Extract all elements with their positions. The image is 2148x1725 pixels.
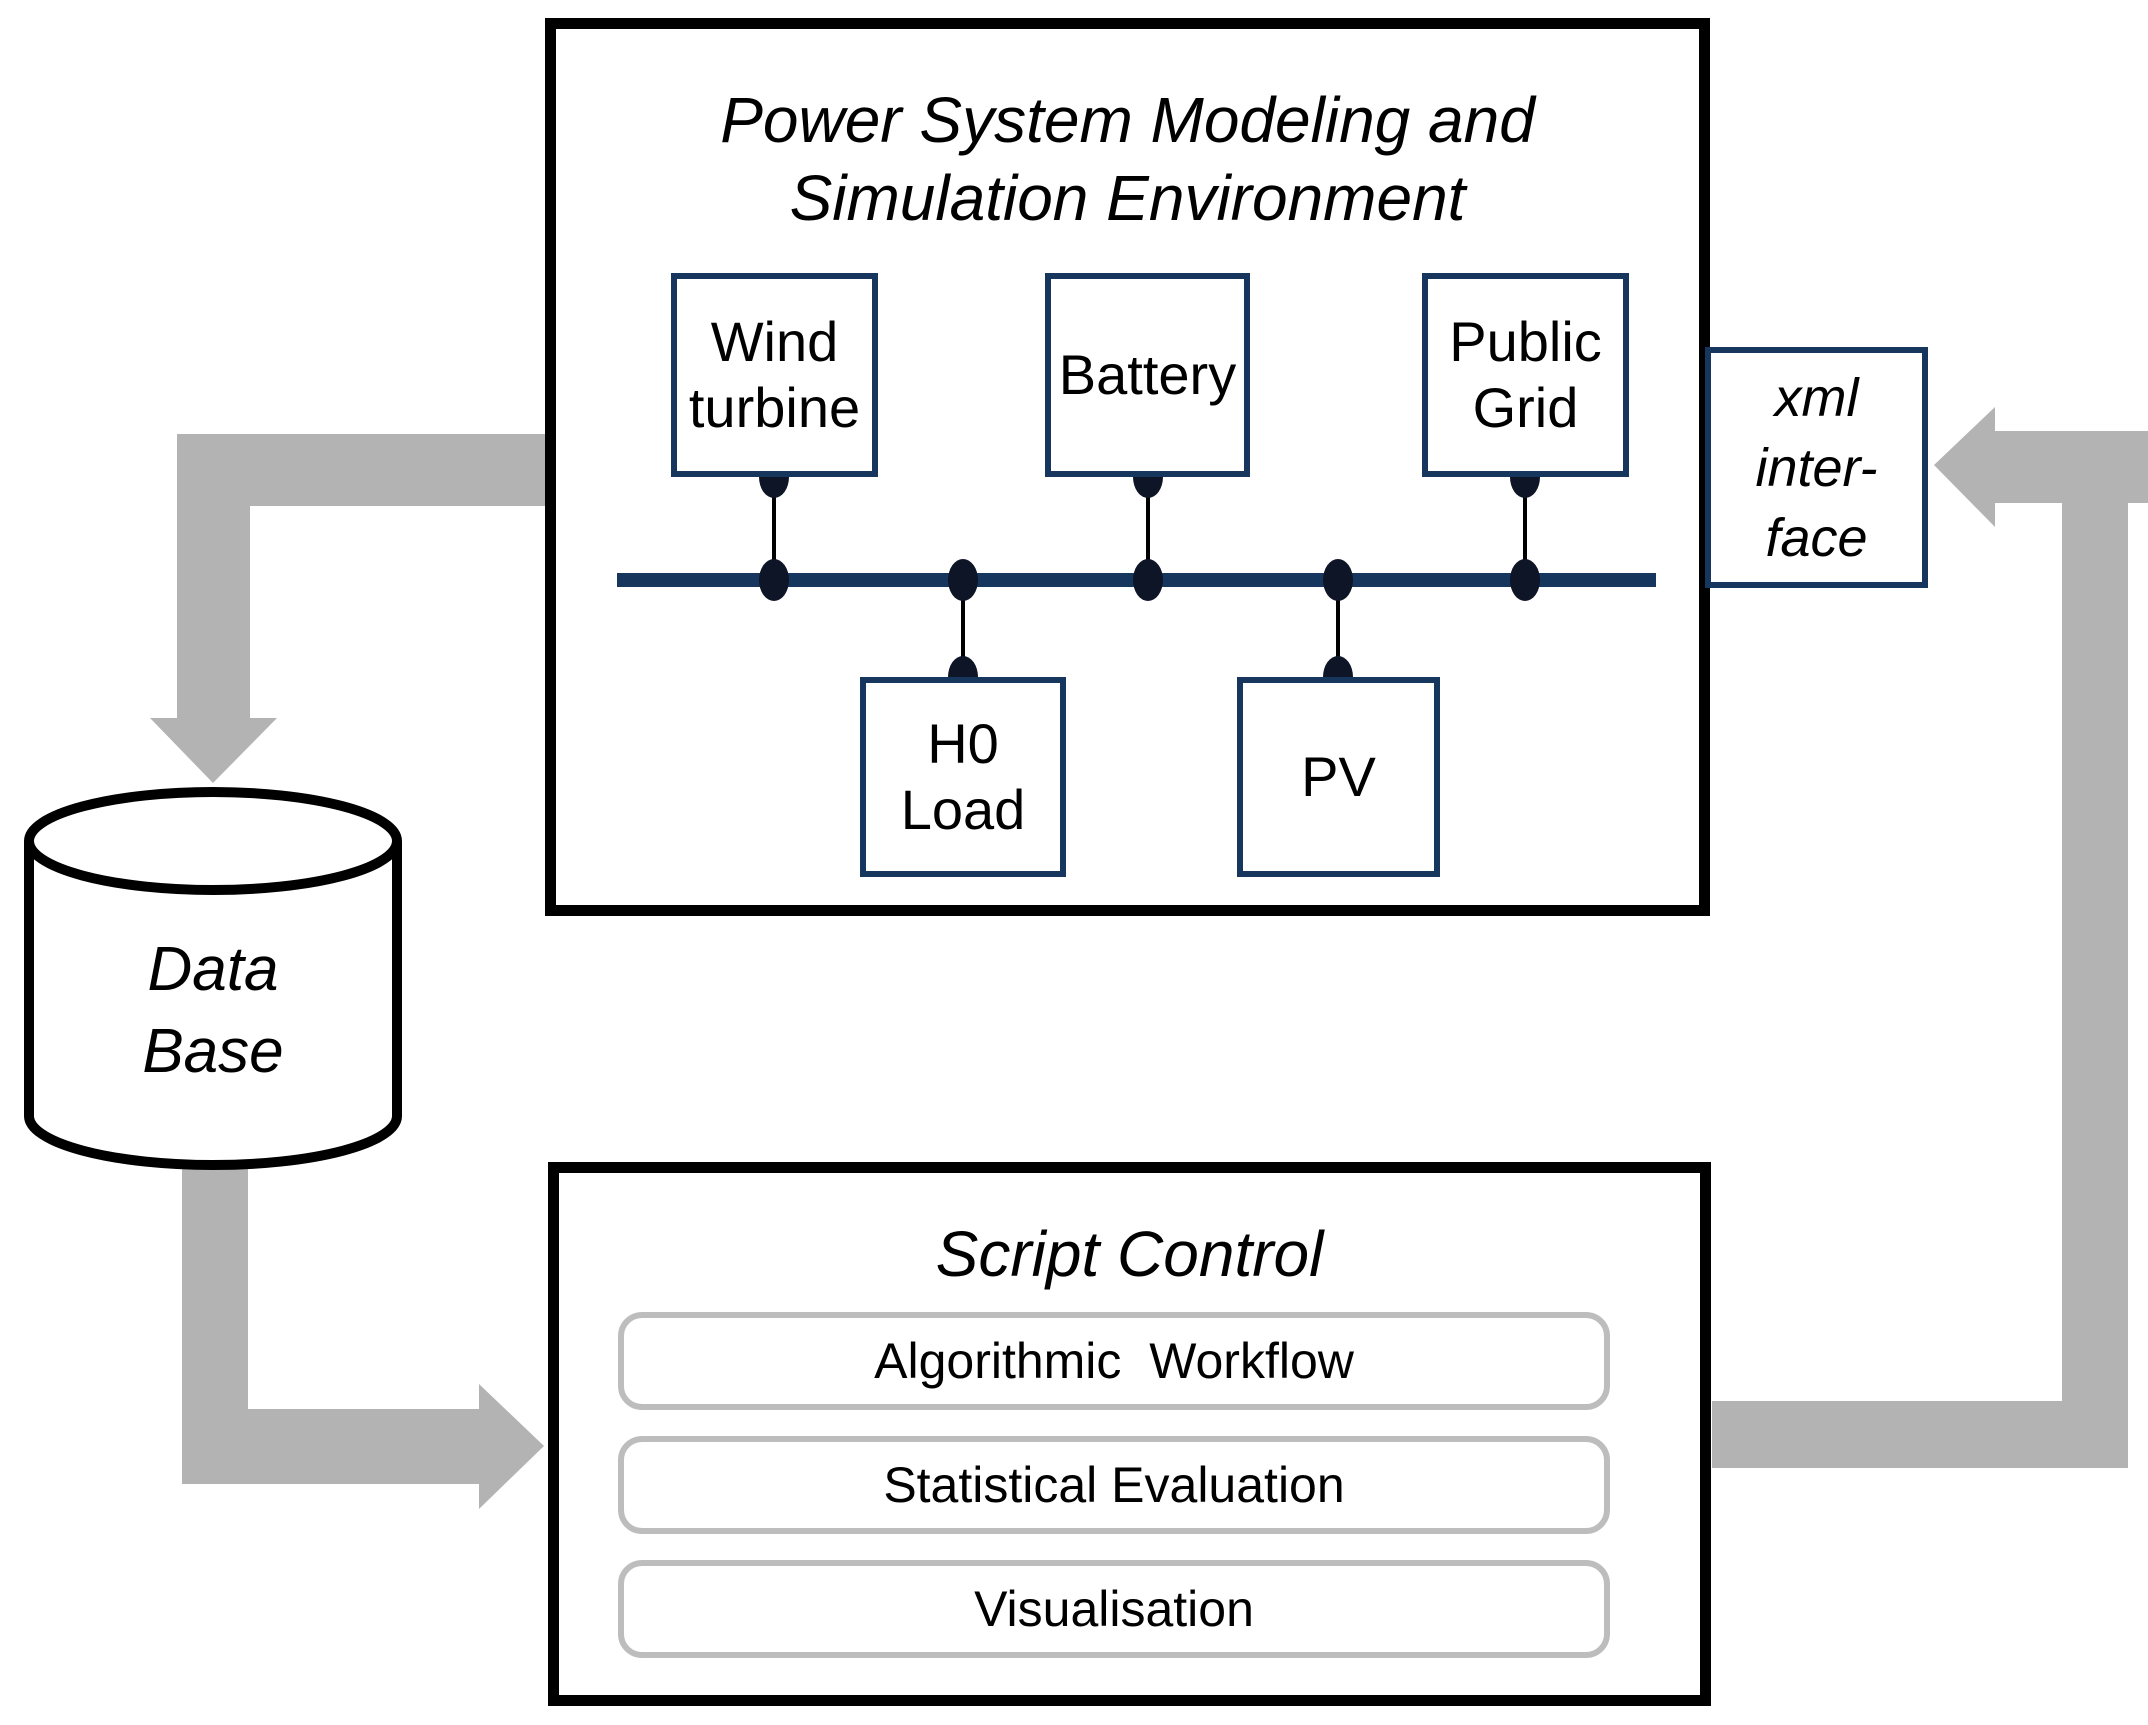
statistical-evaluation-label: Statistical Evaluation [883,1457,1345,1513]
xml-interface-label-line1: xml [1774,367,1859,428]
public-grid-box: Public Grid [1422,273,1629,477]
public-grid-label-line1: Public [1449,310,1602,373]
xml-interface-label-line2: inter- [1755,437,1878,498]
connection-dot [759,559,789,601]
h0-load-label: H0 Load [901,711,1026,843]
public-grid-label-line2: Grid [1472,376,1579,439]
wind-turbine-label-line1: Wind [710,310,839,373]
visualisation-button: Visualisation [618,1560,1610,1658]
connection-dot [948,559,978,601]
arrow-script-to-xml-icon [1712,407,2148,1468]
script-control-title: Script Control [935,1218,1324,1290]
statistical-evaluation-button: Statistical Evaluation [618,1436,1610,1534]
power-system-title-line1: Power System Modeling and [720,84,1535,156]
h0-load-box: H0 Load [860,677,1066,877]
battery-box: Battery [1045,273,1250,477]
connection-dot [1510,559,1540,601]
h0-load-label-line1: H0 [927,712,999,775]
xml-interface-label-line3: face [1765,507,1868,568]
database-cylinder-icon [24,787,402,1170]
public-grid-label: Public Grid [1449,309,1602,441]
h0-load-label-line2: Load [900,778,1026,841]
database-label-line1: Data [147,935,279,1004]
connection-dot [1133,559,1163,601]
power-system-box: Power System Modeling and Simulation Env… [545,18,1710,916]
connection-dot [1323,559,1353,601]
script-control-box: Script Control [548,1162,1711,1706]
wind-turbine-label-line2: turbine [688,376,861,439]
arrow-simulation-to-database-icon [150,434,549,783]
arrow-database-to-script-icon [182,1165,544,1509]
visualisation-label: Visualisation [974,1581,1254,1637]
pv-label: PV [1301,745,1376,808]
algorithmic-workflow-label: Algorithmic Workflow [874,1333,1354,1389]
power-system-title-line2: Simulation Environment [789,162,1466,234]
algorithmic-workflow-button: Algorithmic Workflow [618,1312,1610,1410]
xml-interface-label: xml inter- face [1755,363,1877,573]
xml-interface-box: xml inter- face [1705,347,1928,588]
wind-turbine-label: Wind turbine [689,309,860,441]
power-system-title: Power System Modeling and Simulation Env… [720,81,1535,237]
database-label-line2: Base [142,1017,284,1086]
battery-label: Battery [1058,343,1237,406]
pv-box: PV [1237,677,1440,877]
wind-turbine-box: Wind turbine [671,273,878,477]
